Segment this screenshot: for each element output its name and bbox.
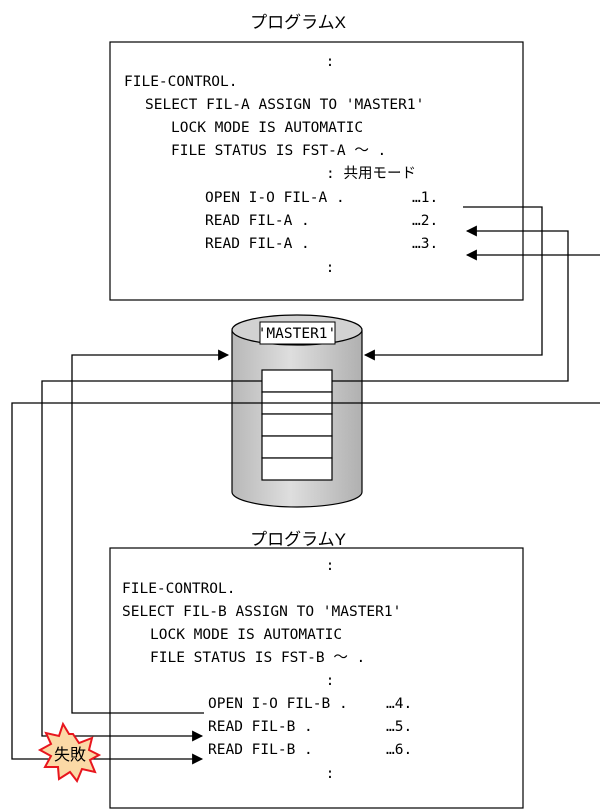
arrow-x-open-to-file: [363, 206, 543, 361]
program-x-lock-mode: LOCK MODE IS AUTOMATIC: [171, 120, 363, 136]
failure-label: 失敗: [54, 746, 86, 764]
program-x-read-1: READ FIL-A .: [205, 213, 310, 229]
program-y-code: : FILE-CONTROL. SELECT FIL-B ASSIGN TO '…: [122, 558, 412, 782]
arrow-record-to-y-read-5: [41, 380, 262, 742]
program-y-ellipsis-bottom: :: [326, 766, 335, 782]
program-y-file-status: FILE STATUS IS FST-B ～ .: [150, 650, 365, 666]
master1-label: 'MASTER1': [258, 326, 337, 342]
program-x-select: SELECT FIL-A ASSIGN TO 'MASTER1': [145, 97, 424, 113]
flow-connectors: [11, 206, 600, 765]
master1-records: [261, 369, 333, 481]
arrow-to-y-read-6: [11, 402, 600, 765]
program-y-ellipsis-mid: :: [326, 673, 335, 689]
record-5: [261, 457, 333, 481]
program-y-title: プログラムY: [250, 530, 346, 549]
program-x-shared-mode: : 共用モード: [326, 165, 416, 182]
program-x-code: : FILE-CONTROL. SELECT FIL-A ASSIGN TO '…: [124, 54, 438, 276]
program-x-box: [109, 41, 524, 301]
arrow-record-to-x-read-2: [332, 225, 569, 382]
arrow-y-open-to-file: [71, 349, 230, 714]
program-y-select: SELECT FIL-B ASSIGN TO 'MASTER1': [122, 604, 401, 620]
failure-burst-icon: 失敗: [37, 721, 102, 783]
program-x-read-2: READ FIL-A .: [205, 236, 310, 252]
record-4: [261, 435, 333, 459]
program-x-step-3: …3.: [412, 236, 438, 252]
program-y-file-control: FILE-CONTROL.: [122, 581, 236, 597]
program-y-step-6: …6.: [386, 742, 412, 758]
program-x-step-1: …1.: [412, 190, 438, 206]
program-y-ellipsis-top: :: [326, 558, 335, 574]
record-3: [261, 413, 333, 437]
record-1: [261, 369, 333, 393]
program-x-title: プログラムX: [250, 13, 346, 32]
program-x-ellipsis-bottom: :: [326, 260, 335, 276]
master1-label-box: [259, 321, 336, 345]
program-y-step-5: …5.: [386, 719, 412, 735]
program-y-read-2: READ FIL-B .: [208, 742, 313, 758]
program-y-lock-mode: LOCK MODE IS AUTOMATIC: [150, 627, 342, 643]
master1-file-icon: 'MASTER1': [231, 314, 363, 508]
program-y-step-4: …4.: [386, 696, 412, 712]
program-x-step-2: …2.: [412, 213, 438, 229]
program-y-open: OPEN I-O FIL-B .: [208, 696, 348, 712]
program-y-box: [109, 547, 524, 809]
program-x-ellipsis-top: :: [326, 54, 335, 70]
program-x-file-status: FILE STATUS IS FST-A ～ .: [171, 143, 386, 159]
program-y-read-1: READ FIL-B .: [208, 719, 313, 735]
program-x-file-control: FILE-CONTROL.: [124, 74, 238, 90]
program-x-open: OPEN I-O FIL-A .: [205, 190, 345, 206]
